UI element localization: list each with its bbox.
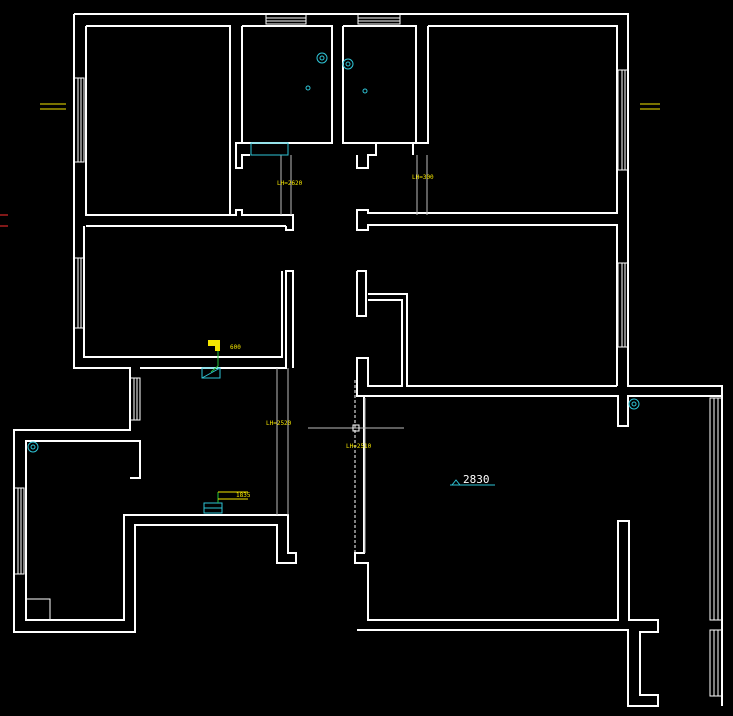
lh-label-top-left: LH=2620 <box>277 180 303 187</box>
drain-icon <box>316 52 328 64</box>
threshold-icon <box>250 142 289 156</box>
level-label-600: 600 <box>230 344 241 351</box>
bathroom-2 <box>342 25 417 169</box>
room-middle-left <box>83 225 286 358</box>
water-heater-icon <box>201 367 221 379</box>
lh-label-right: LH=2510 <box>346 443 372 450</box>
windows <box>13 13 723 697</box>
lh-label-top-right: LH=300 <box>412 174 434 181</box>
level-label-1835: 1835 <box>236 492 251 499</box>
drain-icon <box>27 441 39 453</box>
room-middle-right <box>356 270 617 397</box>
room-top-left <box>85 25 294 231</box>
drain-icon <box>628 398 640 410</box>
outlet-icon <box>305 85 311 91</box>
opening-lines <box>25 155 428 621</box>
annotation-leaders <box>0 103 660 503</box>
room-top-right <box>356 25 618 386</box>
elevation-label: 2830 <box>463 473 490 486</box>
fixtures <box>27 52 640 514</box>
drain-icon <box>342 58 354 70</box>
outlet-icon <box>362 88 368 94</box>
lh-label-center: LH=2520 <box>266 420 292 427</box>
bathroom-1 <box>235 25 333 169</box>
